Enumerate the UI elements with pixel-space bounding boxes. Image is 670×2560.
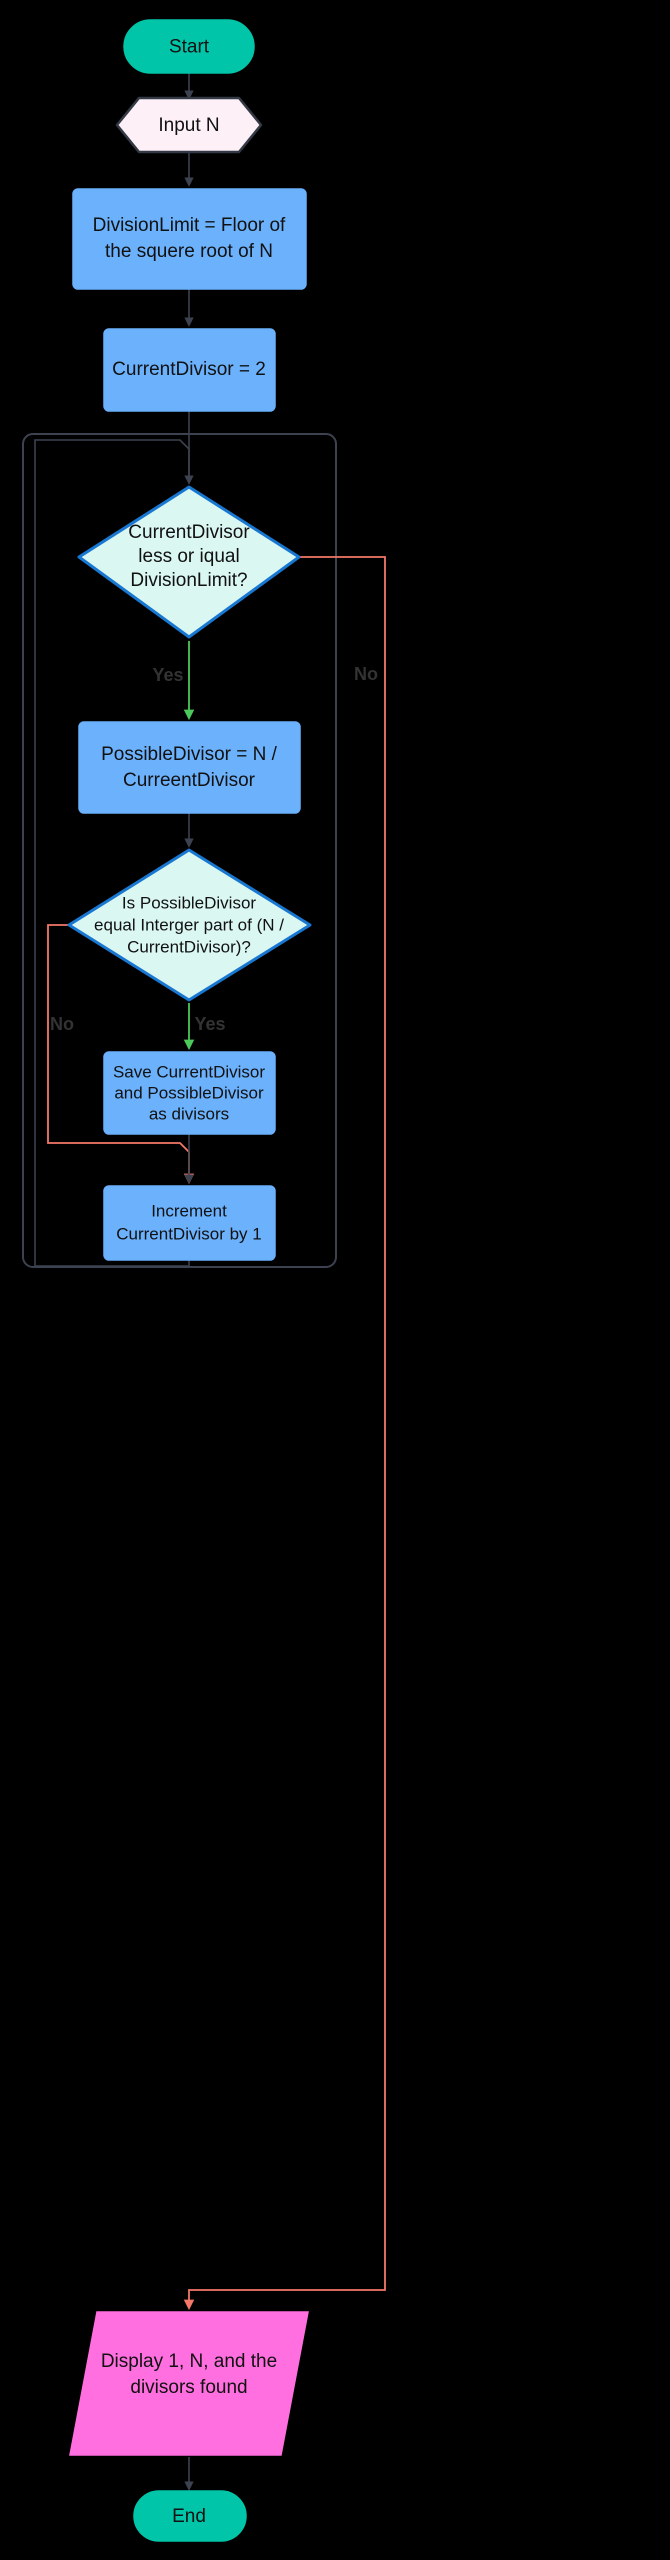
end-shape	[133, 2490, 247, 2542]
node-end[interactable]: End	[133, 2490, 247, 2542]
edge-label-cond2-no: No	[50, 1014, 74, 1034]
edge-label-cond1-no: No	[354, 664, 378, 684]
currentdivisor-init-shape	[103, 328, 276, 412]
node-divisionlimit[interactable]: DivisionLimit = Floor of the squere root…	[72, 188, 307, 290]
edge-increment-loopback-to-cond1	[34, 439, 190, 1267]
node-input[interactable]: Input N	[115, 96, 263, 154]
node-decision-currentdivisor-le-divisionlimit[interactable]: CurrentDivisor less or iqual DivisionLim…	[77, 485, 301, 639]
node-possibledivisor[interactable]: PossibleDivisor = N / CurreentDivisor	[78, 721, 301, 814]
possibledivisor-shape	[78, 721, 301, 814]
display-shape	[69, 2311, 309, 2456]
node-display-results[interactable]: Display 1, N, and the divisors found	[69, 2311, 309, 2456]
node-increment-currentdivisor[interactable]: Increment CurrentDivisor by 1	[103, 1185, 276, 1261]
increment-shape	[103, 1185, 276, 1261]
node-currentdivisor-init[interactable]: CurrentDivisor = 2	[103, 328, 276, 412]
node-decision-possibledivisor-is-integer[interactable]: Is PossibleDivisor equal Interger part o…	[67, 848, 312, 1002]
save-divisors-shape	[103, 1051, 276, 1135]
input-shape	[115, 96, 263, 154]
edge-label-cond2-yes: Yes	[194, 1014, 225, 1034]
node-save-divisors[interactable]: Save CurrentDivisor and PossibleDivisor …	[103, 1051, 276, 1135]
divisionlimit-shape	[72, 188, 307, 290]
edge-label-cond1-yes: Yes	[152, 665, 183, 685]
decision2-shape	[67, 848, 312, 1002]
start-shape	[123, 19, 255, 74]
node-start[interactable]: Start	[123, 19, 255, 74]
edge-cond1-no-to-display	[183, 556, 386, 2311]
loop-subgraph-border	[22, 433, 337, 1268]
decision1-shape	[77, 485, 301, 639]
